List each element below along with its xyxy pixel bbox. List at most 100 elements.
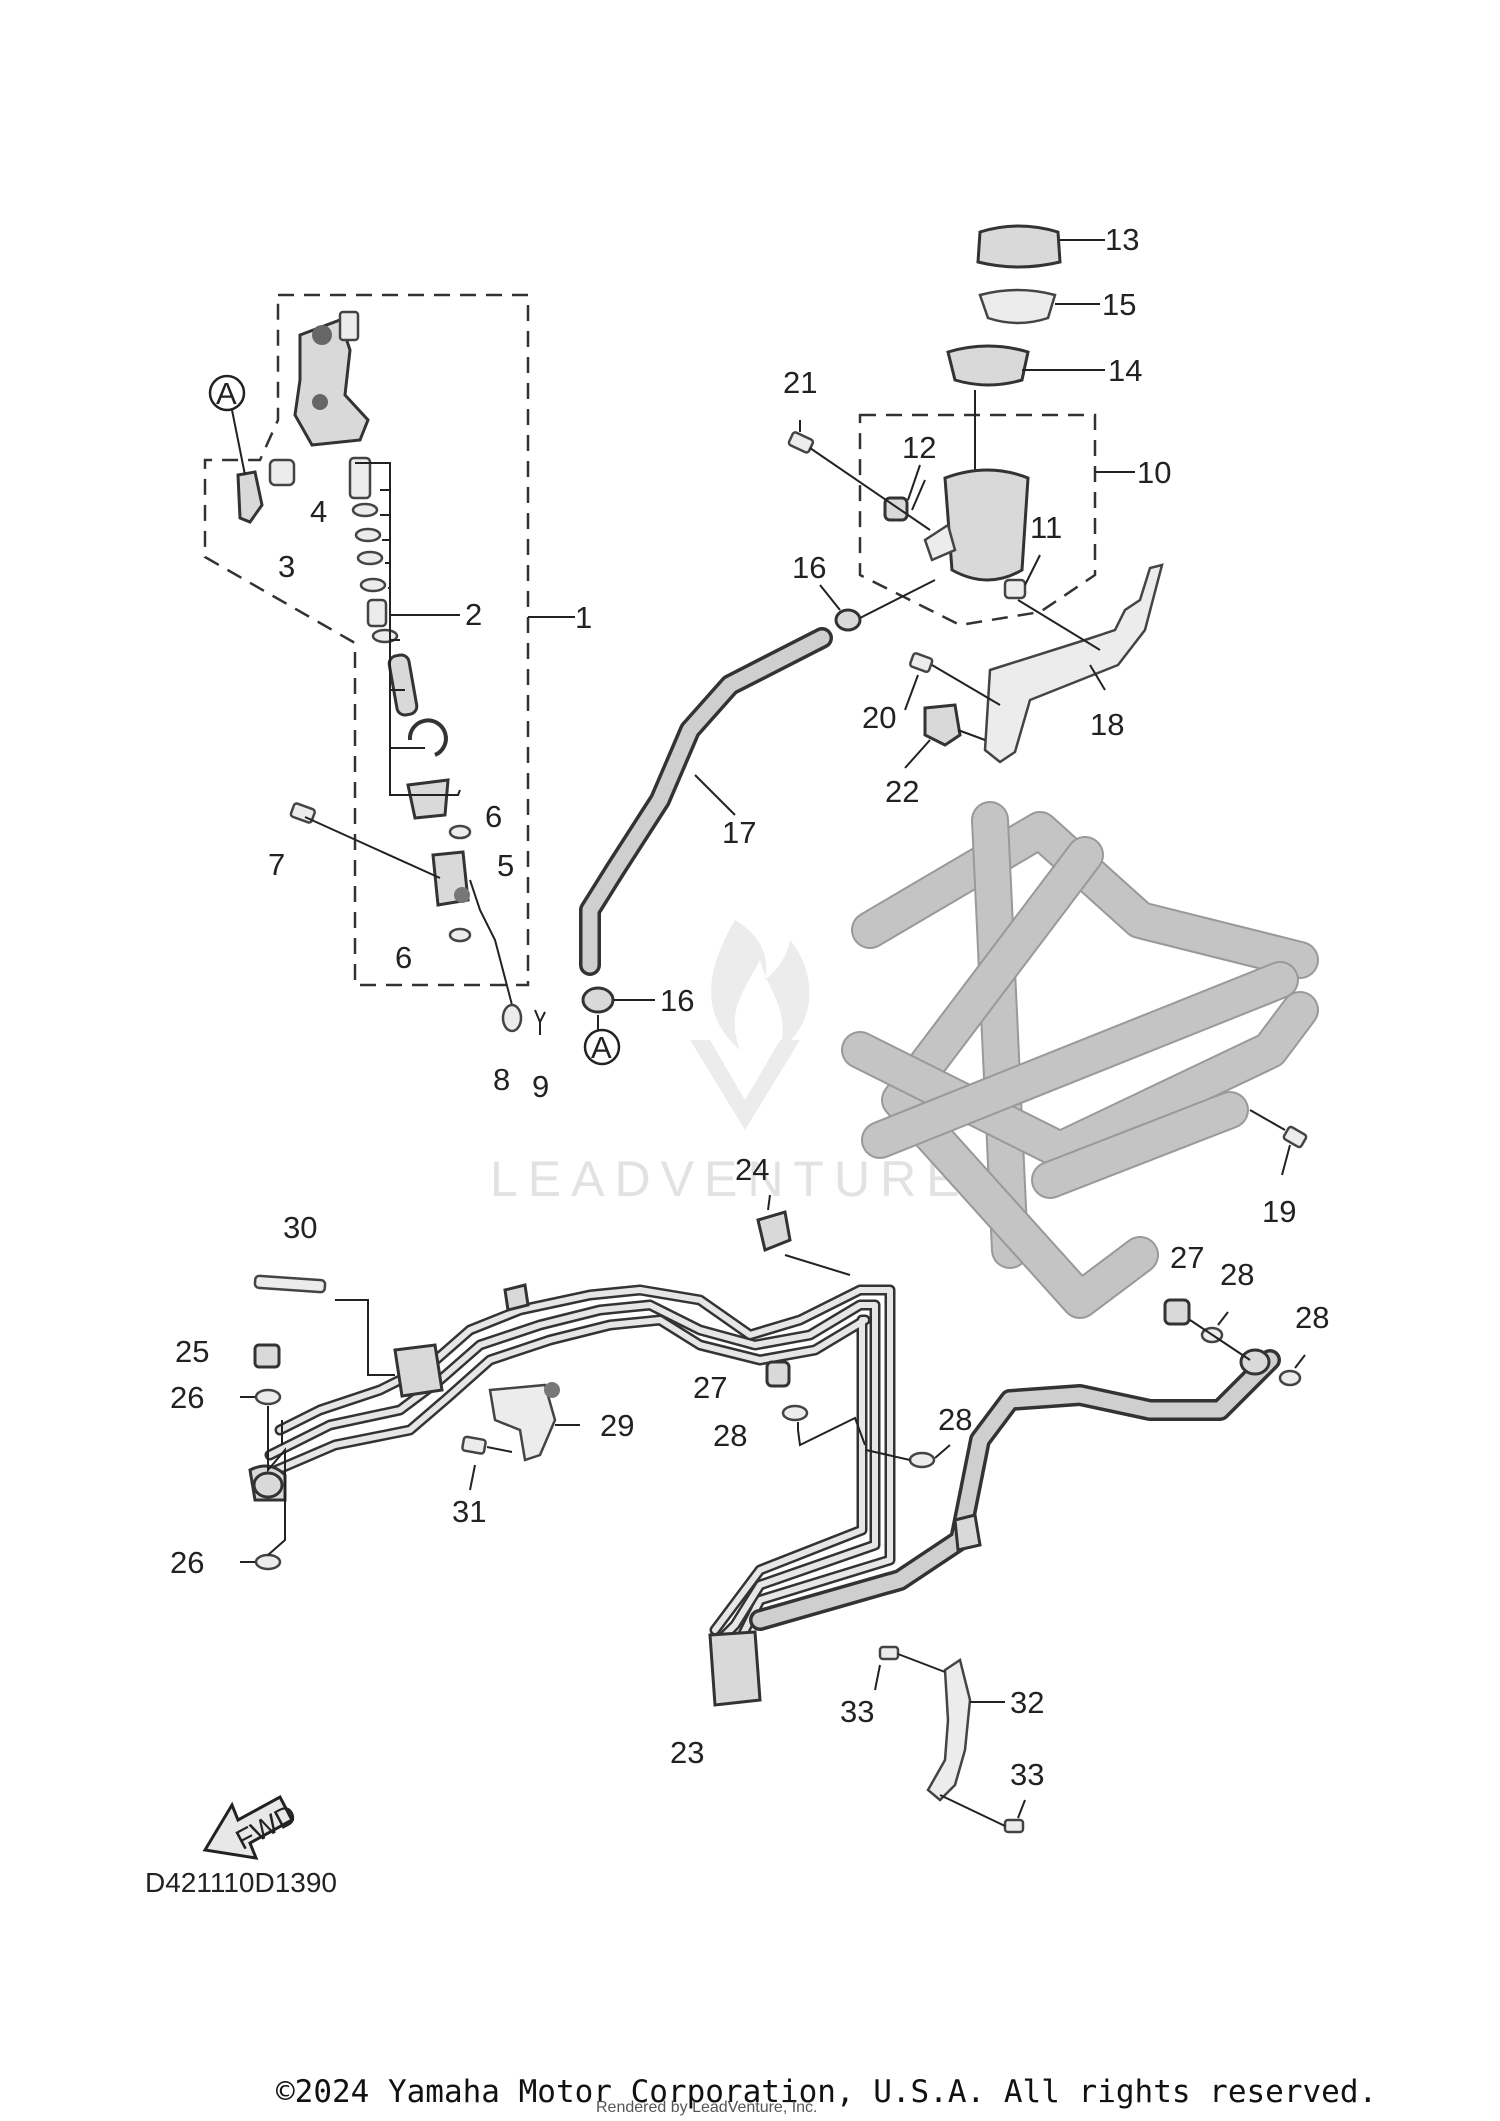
callout-22: 22 xyxy=(885,774,919,809)
ref-a-circle-bottom xyxy=(583,1028,621,1066)
part-14-diaphragm xyxy=(946,344,1030,387)
callout-5: 5 xyxy=(497,848,514,883)
callout-10: 10 xyxy=(1137,455,1171,490)
callout-labels: 1 2 3 4 5 6 6 7 8 9 10 11 12 13 14 15 16… xyxy=(170,222,1329,1792)
callout-6-bottom: 6 xyxy=(395,940,412,975)
brake-pipe-assembly xyxy=(259,1284,896,1656)
callout-9: 9 xyxy=(532,1069,549,1104)
callout-19: 19 xyxy=(1262,1194,1296,1229)
callout-28-a: 28 xyxy=(713,1418,747,1453)
part-25-bolt xyxy=(253,1343,281,1369)
callout-21: 21 xyxy=(783,365,817,400)
part-3-pin xyxy=(236,470,264,524)
callout-32: 32 xyxy=(1010,1685,1044,1720)
callout-30: 30 xyxy=(283,1210,317,1245)
part-26-washer-bottom xyxy=(254,1553,282,1571)
ref-a-bottom: A xyxy=(591,1030,612,1065)
pipe-clamp-mid xyxy=(503,1283,530,1312)
callout-26-top: 26 xyxy=(170,1380,204,1415)
rear-hose xyxy=(749,1349,1281,1631)
part-15-diaphragm xyxy=(978,288,1057,325)
part-13-cap xyxy=(976,224,1062,269)
callout-16-bottom: 16 xyxy=(660,983,694,1018)
part-9-pin xyxy=(534,1009,546,1035)
hose-grommet xyxy=(953,1513,982,1552)
watermark-flame-icon xyxy=(711,920,810,1050)
callout-27-right: 27 xyxy=(1170,1240,1204,1275)
rendered-by-notice: Rendered by LeadVenture, Inc. xyxy=(596,2099,818,2116)
callout-31: 31 xyxy=(452,1494,486,1529)
callout-25: 25 xyxy=(175,1334,209,1369)
part-18-bracket xyxy=(983,563,1164,764)
ref-a-top: A xyxy=(216,376,237,411)
callout-1: 1 xyxy=(575,600,592,635)
callout-29: 29 xyxy=(600,1408,634,1443)
part-33-bolt-bottom xyxy=(1003,1818,1025,1834)
callout-2: 2 xyxy=(465,597,482,632)
part-24-clip xyxy=(756,1210,792,1253)
part-28-washer-b xyxy=(908,1451,936,1469)
kit-2-bracket xyxy=(355,462,461,796)
part-6-washer-bottom xyxy=(448,927,472,943)
callout-28-b: 28 xyxy=(938,1402,972,1437)
fwd-arrow-icon: FWD xyxy=(202,1794,301,1860)
callout-18: 18 xyxy=(1090,707,1124,742)
ref-a-circle-top xyxy=(208,374,246,412)
callout-12: 12 xyxy=(902,430,936,465)
copyright-notice: ©2024 Yamaha Motor Corporation, U.S.A. A… xyxy=(276,2074,1377,2110)
callout-33-top: 33 xyxy=(840,1694,874,1729)
callout-33-bottom: 33 xyxy=(1010,1757,1044,1792)
part-8-clip xyxy=(501,1003,523,1033)
callout-14: 14 xyxy=(1108,353,1142,388)
watermark: LEADVENTURE xyxy=(490,920,970,1207)
part-30-bolt xyxy=(253,1274,327,1294)
pipe-holder-left xyxy=(393,1343,444,1398)
callout-28-d: 28 xyxy=(1295,1300,1329,1335)
part-16-clamp-top xyxy=(834,608,862,632)
kit-1-outline xyxy=(203,293,530,987)
callout-26-bottom: 26 xyxy=(170,1545,204,1580)
callout-20: 20 xyxy=(862,700,896,735)
callout-6-top: 6 xyxy=(485,799,502,834)
part-6-washer-top xyxy=(448,824,472,840)
part-26-washer-top xyxy=(254,1388,282,1406)
diagram-code: D421110D1390 xyxy=(145,1867,337,1898)
callout-8: 8 xyxy=(493,1062,510,1097)
part-11-nut xyxy=(1003,578,1027,600)
part-27-bolt-left xyxy=(765,1360,791,1388)
part-19-bolt xyxy=(1282,1125,1308,1149)
watermark-text: LEADVENTURE xyxy=(490,1151,970,1207)
callout-27-left: 27 xyxy=(693,1370,727,1405)
callout-3: 3 xyxy=(278,549,295,584)
union-fitting-right xyxy=(1239,1348,1271,1376)
callout-7: 7 xyxy=(268,847,285,882)
callout-28-c: 28 xyxy=(1220,1257,1254,1292)
part-22-holder xyxy=(923,703,962,747)
callout-4: 4 xyxy=(310,494,327,529)
callout-23: 23 xyxy=(670,1735,704,1770)
part-27-bolt-right xyxy=(1163,1298,1191,1326)
part-33-bolt-top xyxy=(878,1645,900,1661)
callout-17: 17 xyxy=(722,815,756,850)
part-32-bracket xyxy=(926,1657,972,1802)
frame-section xyxy=(841,801,1319,1319)
kit-10-outline xyxy=(858,413,1097,627)
callout-13: 13 xyxy=(1105,222,1139,257)
part-23-junction-block xyxy=(708,1630,762,1707)
piston-kit-parts xyxy=(348,456,450,820)
master-cylinder-body xyxy=(293,310,370,447)
callout-16-top: 16 xyxy=(792,550,826,585)
reservoir-tank xyxy=(923,468,1030,582)
part-21-bolt xyxy=(787,431,815,454)
part-28-washer-a xyxy=(781,1404,809,1422)
part-31-bolt xyxy=(461,1435,487,1455)
part-17-hose xyxy=(579,627,833,976)
part-4-boot xyxy=(268,458,296,487)
watermark-v-icon xyxy=(690,1040,800,1130)
callout-15: 15 xyxy=(1102,287,1136,322)
callout-11: 11 xyxy=(1030,510,1062,545)
part-20-bolt xyxy=(908,652,934,673)
part-28-washer-d xyxy=(1278,1369,1302,1387)
part-16-clamp-bottom xyxy=(581,986,615,1014)
